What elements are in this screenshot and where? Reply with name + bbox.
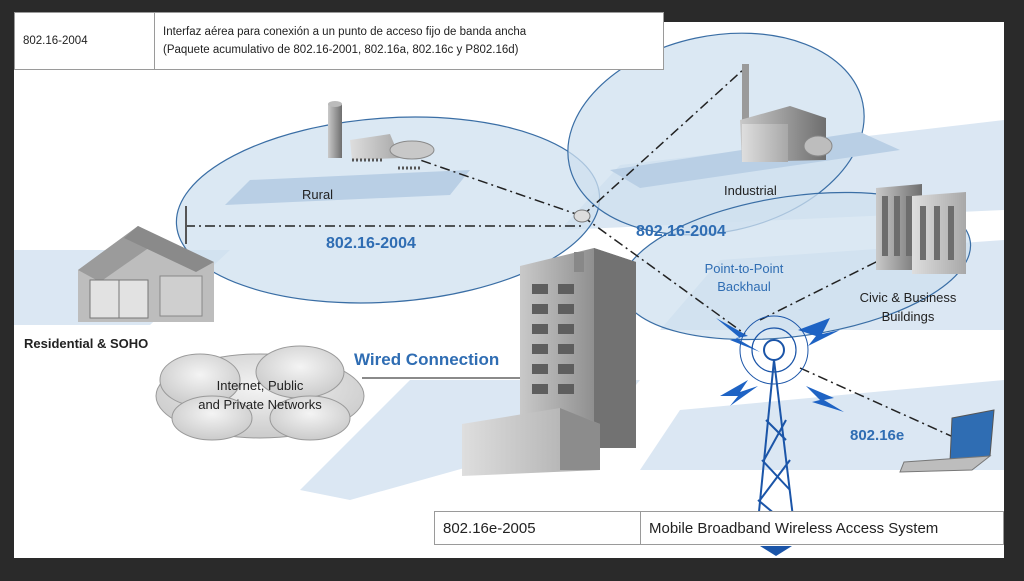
label-residential: Residential & SOHO xyxy=(24,336,148,351)
label-mobile: 802.16e xyxy=(850,427,904,444)
standard-table-top: 802.16-2004 Interfaz aérea para conexión… xyxy=(14,12,664,70)
laptop-icon xyxy=(899,409,995,473)
label-civic-line2: Buildings xyxy=(882,309,935,324)
central-building-icon xyxy=(462,209,636,476)
industrial-factory-icon xyxy=(740,64,833,162)
label-rural: Rural xyxy=(302,187,333,202)
rooftop-antenna-icon xyxy=(573,209,591,223)
description-line1: Interfaz aérea para conexión a un punto … xyxy=(163,26,527,38)
label-internet-line2: and Private Networks xyxy=(198,397,322,412)
label-civic-line1: Civic & Business xyxy=(860,290,957,305)
tower-base-arrow-icon xyxy=(760,546,792,556)
description-line2: (Paquete acumulativo de 802.16-2001, 802… xyxy=(163,44,519,56)
rural-farm-icon xyxy=(328,101,435,170)
standard-name: 802.16-2004 xyxy=(23,35,88,47)
coverage-ellipses xyxy=(175,32,972,341)
label-p2p-line2: Backhaul xyxy=(717,279,771,294)
label-p2p-line1: Point-to-Point xyxy=(705,261,784,276)
rural-ground xyxy=(225,170,470,205)
residential-house-icon xyxy=(78,206,214,322)
label-industrial: Industrial xyxy=(724,183,777,198)
standard-cell: 802.16-2004 xyxy=(15,13,155,69)
label-wired-connection: Wired Connection xyxy=(354,350,499,369)
description-cell: Interfaz aérea para conexión a un punto … xyxy=(155,13,663,69)
civic-buildings-icon xyxy=(876,184,966,274)
internet-cloud-icon xyxy=(155,345,365,441)
standard-table-bottom: 802.16e-2005 Mobile Broadband Wireless A… xyxy=(434,511,1004,545)
description-text: Mobile Broadband Wireless Access System xyxy=(649,519,939,537)
standard-cell: 802.16e-2005 xyxy=(435,512,641,544)
description-cell: Mobile Broadband Wireless Access System xyxy=(641,512,1003,544)
label-internet-line1: Internet, Public xyxy=(217,378,304,393)
label-std-right: 802.16-2004 xyxy=(636,223,726,240)
standard-name: 802.16e-2005 xyxy=(443,519,536,537)
lightning-icons xyxy=(716,318,844,412)
label-std-left: 802.16-2004 xyxy=(326,235,416,252)
wireless-links xyxy=(185,67,961,441)
